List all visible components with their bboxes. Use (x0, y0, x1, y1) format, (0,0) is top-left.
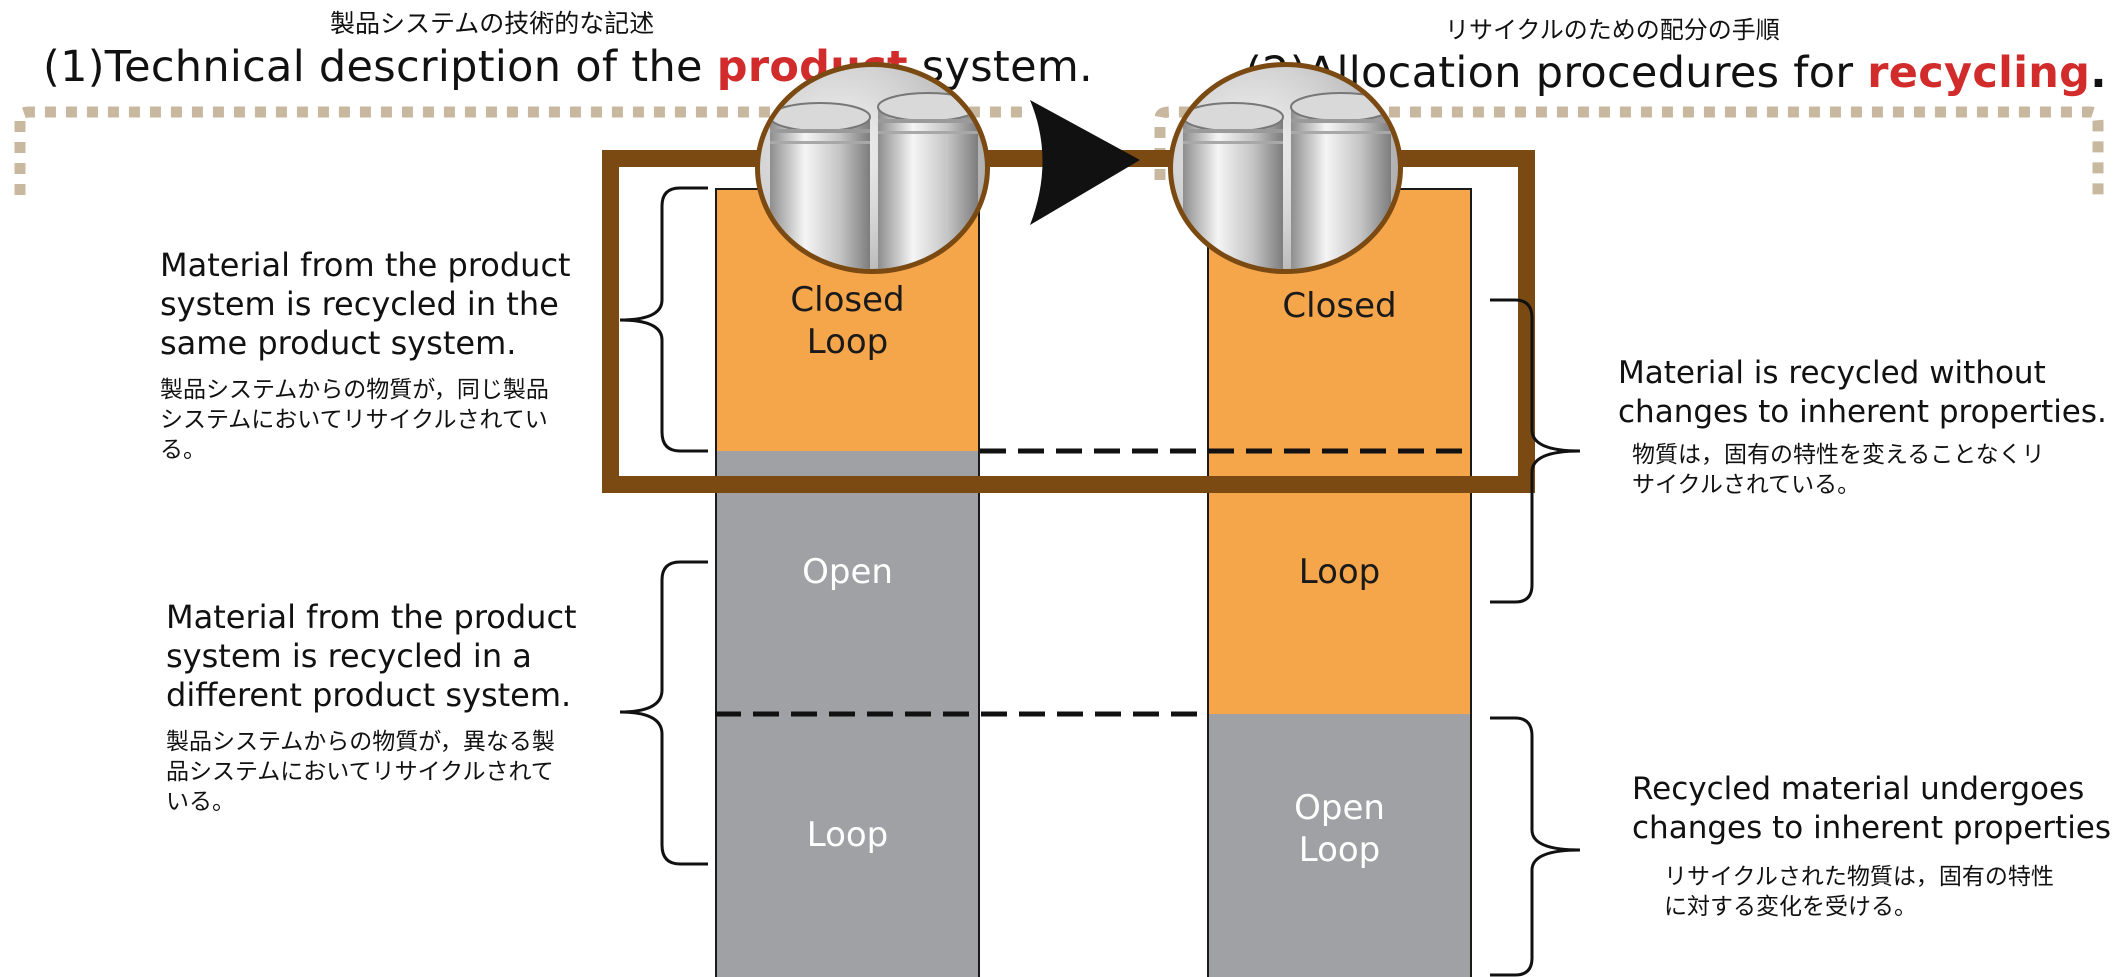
right-open-annotation-en: Recycled material undergoes changes to i… (1632, 771, 2112, 846)
left-open-annotation-en: Material from the product system is recy… (166, 598, 577, 714)
right-heading-highlight: recycling (1867, 48, 2091, 98)
aluminum-can-image (755, 62, 990, 274)
left-lower-brace (619, 560, 708, 866)
left-closed-annotation-jp: 製品システムからの物質が，同じ製品システムにおいてリサイクルされている。 (160, 377, 549, 463)
right-closed-annotation-jp: 物質は，固有の特性を変えることなくリサイクルされている。 (1632, 442, 2045, 498)
left-closed-annotation-en: Material from the product system is recy… (160, 246, 571, 362)
right-heading-en: (2)Allocation procedures for recycling. (1245, 48, 2107, 98)
left-heading-suffix: system. (907, 42, 1094, 92)
right-loop-label: Loop (1298, 551, 1381, 592)
can-illustration-right (1182, 92, 1392, 269)
right-open-annotation-jp: リサイクルされた物質は，固有の特性に対する変化を受ける。 (1664, 864, 2054, 920)
left-heading-en: (1)Technical description of the product … (43, 42, 1093, 92)
left-open-label: Open (802, 551, 893, 592)
arrow-right-icon (1030, 100, 1140, 225)
left-heading-text: (1)Technical description of the (43, 42, 717, 92)
aluminum-can-image (1168, 62, 1403, 274)
left-open-segment: Open (715, 451, 980, 714)
right-heading-suffix: . (2090, 48, 2107, 98)
right-heading-jp: リサイクルのための配分の手順 (1445, 16, 1780, 44)
left-closed-loop-label: Closed Loop (790, 279, 905, 362)
right-open-annotation: Recycled material undergoes changes to i… (1632, 770, 2112, 922)
left-heading-jp: 製品システムの技術的な記述 (330, 9, 655, 38)
can-illustration-left (769, 92, 979, 269)
right-lower-brace (1490, 716, 1581, 977)
left-loop-segment: Loop (715, 714, 980, 977)
right-closed-label: Closed (1282, 285, 1397, 326)
right-closed-annotation: Material is recycled without changes to … (1618, 354, 2118, 500)
right-open-loop-label: Open Loop (1294, 787, 1385, 870)
left-closed-annotation: Material from the product system is recy… (160, 246, 590, 465)
left-loop-label: Loop (806, 814, 889, 855)
left-open-annotation-jp: 製品システムからの物質が，異なる製品システムにおいてリサイクルされている。 (166, 729, 555, 815)
left-open-annotation: Material from the product system is recy… (166, 598, 596, 817)
right-upper-brace (1490, 298, 1581, 604)
right-closed-annotation-en: Material is recycled without changes to … (1618, 355, 2107, 430)
left-upper-brace (619, 186, 708, 453)
right-open-loop-segment: Open Loop (1207, 714, 1472, 977)
right-loop-segment: Loop (1207, 451, 1472, 714)
